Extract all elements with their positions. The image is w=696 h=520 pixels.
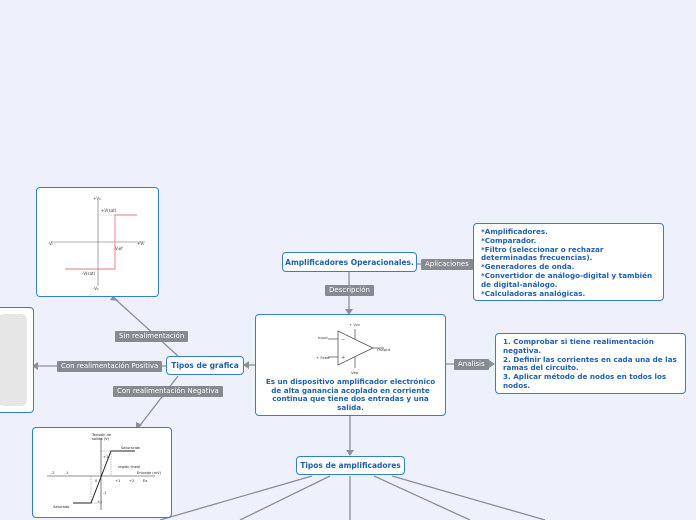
aplicaciones-item: *Amplificadores.: [481, 227, 548, 236]
link-grafica-sin: [113, 297, 179, 357]
link-grafica-negativa: [137, 375, 179, 429]
aplicaciones-item: *Convertidor de análogo-digital y tambié…: [481, 270, 653, 289]
aplicaciones-item: *Calculadoras analógicas.: [481, 288, 586, 298]
central-description: Es un dispositivo amplificador electróni…: [265, 377, 436, 412]
graph2-tick-minus-1: -1: [65, 471, 69, 475]
tipos-de-amplificadores-node[interactable]: Tipos de amplificadores: [296, 456, 405, 475]
negative-feedback-graph: Tensión de salida (V) Saturación región …: [47, 433, 162, 510]
link-tipos-branch-4: [373, 475, 471, 520]
graph2-tick-plus-2: +2: [129, 479, 134, 483]
arrow-positiva: [32, 362, 38, 370]
opamp-feed-label: + Feed: [316, 355, 330, 360]
tag-sin-realimentacion[interactable]: Sin realimentación: [115, 331, 189, 342]
tag-analisis[interactable]: Analisis: [454, 359, 489, 370]
aplicaciones-item: *Comparador.: [481, 235, 537, 245]
graph2-label-entrada: Entrada (mV): [137, 471, 162, 475]
central-opamp-node[interactable]: − + + Vcc Input Output + Feed -Vee Es un…: [255, 314, 446, 416]
graph2-tick-minus-2: -2: [51, 471, 55, 475]
graph2-guide-top: [101, 450, 112, 476]
opamp-minus-sign: −: [341, 337, 345, 343]
arrow-analisis: [489, 360, 495, 368]
graph-label-minus-vin: -Vᵢ: [48, 241, 53, 246]
tipos-de-grafica-label: Tipos de grafica: [171, 361, 239, 370]
arrow-tipos-amplificadores: [346, 450, 354, 456]
analisis-item: 3. Aplicar método de nodos en todos los …: [503, 372, 667, 390]
graph-transfer-curve: [65, 214, 137, 270]
aplicaciones-item: *Filtro (seleccionar o rechazar determin…: [481, 244, 604, 263]
aplicaciones-list-node[interactable]: *Amplificadores. *Comparador. *Filtro (s…: [473, 223, 664, 301]
opamp-vee-label: -Vee: [350, 370, 359, 375]
graph2-tick-plus-1: +1: [115, 479, 120, 483]
amplificadores-operacionales-label: Amplificadores Operacionales.: [285, 257, 414, 267]
graph2-guide-bottom: [90, 476, 101, 504]
graph2-transfer-curve: [73, 450, 135, 504]
arrow-descripcion: [345, 309, 353, 315]
analisis-item: 1. Comprobar si tiene realimentación neg…: [503, 337, 654, 355]
analisis-list-node[interactable]: 1. Comprobar si tiene realimentación neg…: [495, 333, 686, 394]
opamp-plus-sign: +: [341, 355, 345, 361]
arrow-tipos-grafica: [243, 361, 249, 369]
graph-label-vref: Vᵣef: [115, 246, 123, 251]
analisis-item: 2. Definir las corrientes en cada una de…: [503, 354, 677, 373]
graph2-label-tension: Tensión de: [91, 433, 112, 437]
graph-label-minus-v: -V₀: [93, 286, 99, 291]
graph-label-plus-vsat: +V(sat): [101, 208, 117, 213]
graph2-label-saturado: Saturado: [53, 505, 69, 509]
negative-feedback-graph-node[interactable]: Tensión de salida (V) Saturación región …: [32, 427, 172, 518]
graph2-tick-y-plus-1b: +1: [97, 500, 102, 504]
opamp-diagram: − + + Vcc Input Output + Feed -Vee: [316, 322, 391, 375]
graph2-tick-y-plus-1: +1: [103, 455, 108, 459]
graph2-tick-zero: 0: [95, 479, 98, 483]
tag-con-realimentacion-negativa[interactable]: Con realimentación Negativa: [113, 386, 223, 397]
positiva-image-node[interactable]: [0, 307, 34, 413]
arrow-sin: [110, 296, 119, 301]
tipos-de-grafica-node[interactable]: Tipos de grafica: [166, 356, 244, 375]
amplificadores-operacionales-node[interactable]: Amplificadores Operacionales.: [282, 252, 417, 272]
opamp-output-label: Output: [377, 347, 391, 352]
graph2-tick-ex: Ex: [143, 479, 148, 483]
graph-label-minus-vsat: -V(sat): [82, 271, 96, 276]
graph-label-plus-v: +V₀: [93, 196, 101, 201]
graph-label-plus-vin: +Vᵢ: [137, 241, 144, 246]
tipos-de-amplificadores-label: Tipos de amplificadores: [300, 461, 401, 470]
tag-aplicaciones[interactable]: Aplicaciones: [421, 259, 473, 270]
opamp-vcc-label: + Vcc: [349, 322, 360, 327]
graph2-label-region: región lineal: [118, 465, 140, 469]
graph2-tick-y-minus-1: -1: [103, 491, 107, 495]
opamp-triangle: [337, 330, 374, 366]
graph2-label-saturacion: Saturación: [121, 446, 140, 450]
aplicaciones-item: *Generadores de onda.: [481, 262, 575, 272]
link-tipos-branch-5: [391, 475, 546, 520]
positiva-image-placeholder: [0, 314, 27, 406]
link-tipos-branch-2: [239, 475, 331, 520]
comparator-graph-node[interactable]: +V₀ +V(sat) +Vᵢ -Vᵢ Vᵣef -V(sat) -V₀: [36, 187, 159, 297]
comparator-graph: +V₀ +V(sat) +Vᵢ -Vᵢ Vᵣef -V(sat) -V₀: [48, 196, 145, 291]
tag-con-realimentacion-positiva[interactable]: Con realimentación Positiva: [57, 361, 163, 372]
graph2-label-salida: salida (V): [92, 437, 110, 441]
tag-descripcion[interactable]: Descripción: [325, 285, 374, 296]
link-tipos-branch-1: [159, 475, 313, 520]
opamp-input-label: Input: [318, 335, 328, 340]
